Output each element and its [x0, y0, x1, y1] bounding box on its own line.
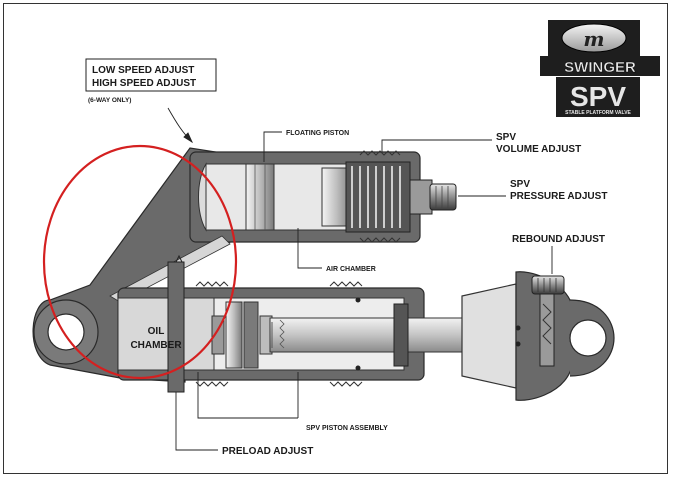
rebound-knob: [531, 275, 565, 295]
rebound-adjust-label: REBOUND ADJUST: [512, 234, 605, 245]
logo-mark-bg: [556, 77, 640, 117]
oil-chamber-bore: [117, 297, 215, 371]
pressure-knob: [429, 183, 457, 211]
oil-chamber-label-line1: OIL: [148, 326, 165, 337]
spv-pressure-label-line1: SPV: [510, 179, 530, 190]
spv-piston-disc-2: [225, 301, 243, 369]
leader-air-chamber: [297, 228, 322, 269]
highlight-circle: [42, 144, 238, 380]
rear-mount: [461, 283, 517, 389]
spv-piston-assembly-label: SPV PISTON ASSEMBLY: [306, 425, 388, 432]
floating-piston: [245, 163, 275, 231]
logo-badge-letter: m: [583, 27, 604, 51]
logo-tagline: STABLE PLATFORM VALVE: [565, 110, 631, 116]
diagram-frame: [3, 3, 668, 474]
high-speed-adjust-label: HIGH SPEED ADJUST: [92, 78, 196, 89]
speed-adjust-callout-box: [85, 58, 217, 92]
eye-hole: [47, 313, 85, 351]
shaft-seal: [393, 303, 409, 367]
spv-pressure-label-line2: PRESSURE ADJUST: [510, 191, 607, 202]
spv-piston-disc-3: [243, 301, 259, 369]
leader-lines: [167, 107, 553, 451]
swinger-spv-logo: m SWINGER SPV STABLE PLATFORM VALVE: [540, 20, 660, 117]
low-speed-adjust-label: LOW SPEED ADJUST: [92, 65, 194, 76]
leader-spv-piston: [197, 372, 299, 419]
rebound-rod: [539, 293, 555, 367]
reservoir-endcap: [198, 162, 207, 232]
logo-mark-text: SPV: [570, 81, 626, 112]
six-way-only-label: (6-WAY ONLY): [88, 97, 131, 104]
pressure-knob-stem: [409, 179, 433, 215]
oil-chamber-label-line2: CHAMBER: [130, 340, 182, 351]
leader-spv-volume: [381, 139, 492, 152]
air-chamber-label: AIR CHAMBER: [326, 266, 376, 273]
logo-badge-oval: [561, 23, 627, 53]
leader-floating-piston: [263, 131, 282, 162]
spv-volume-label-line1: SPV: [496, 132, 516, 143]
logo-brand-bg: [540, 56, 660, 76]
leader-preload: [175, 392, 218, 451]
logo-brand-text: SWINGER: [564, 59, 636, 76]
spv-volume-label-line2: VOLUME ADJUST: [496, 144, 581, 155]
preload-adjust-label: PRELOAD ADJUST: [222, 446, 313, 457]
floating-piston-label: FLOATING PISTON: [286, 130, 349, 137]
